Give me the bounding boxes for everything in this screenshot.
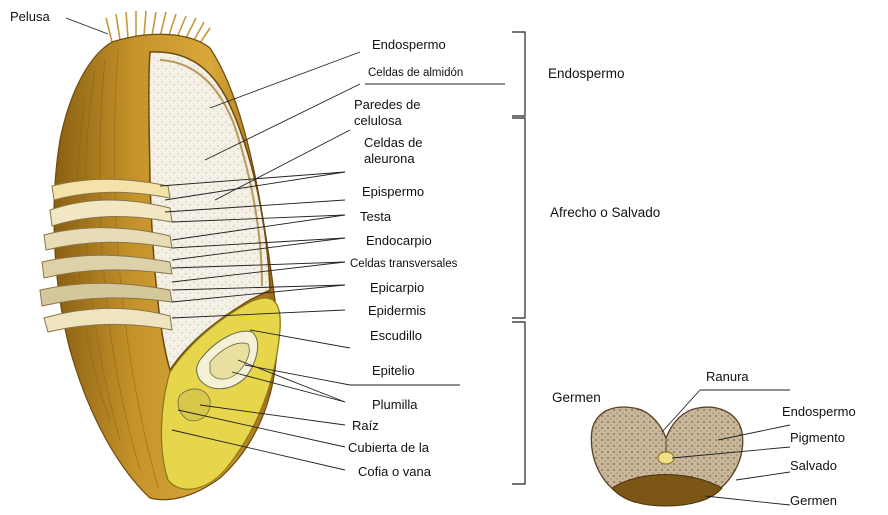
cross-section [591,407,742,506]
group-label-germen: Germen [552,391,601,405]
group-label-afrecho: Afrecho o Salvado [550,206,660,220]
cross-label-pigmento: Pigmento [790,431,845,445]
label-epispermo: Epispermo [362,185,424,199]
group-brackets [512,32,525,484]
cross-label-germen: Germen [790,494,837,508]
label-endocarpio: Endocarpio [366,234,432,248]
label-celdas-transversales: Celdas transversales [350,257,457,271]
label-escudillo: Escudillo [370,329,422,343]
label-aleurona-1: Celdas de [364,136,423,150]
label-pelusa: Pelusa [10,10,50,24]
label-raiz: Raíz [352,419,379,433]
cross-label-salvado: Salvado [790,459,837,473]
label-testa: Testa [360,210,391,224]
label-cubierta: Cubierta de la [348,441,429,455]
label-endospermo: Endospermo [372,38,446,52]
cross-label-endospermo: Endospermo [782,405,856,419]
label-plumilla: Plumilla [372,398,418,412]
label-celdas-almidon: Celdas de almidón [368,66,463,80]
group-label-endospermo: Endospermo [548,67,625,81]
label-paredes-1: Paredes de [354,98,421,112]
cross-label-ranura: Ranura [706,370,749,384]
label-aleurona-2: aleurona [364,152,415,166]
label-epidermis: Epidermis [368,304,426,318]
label-epicarpio: Epicarpio [370,281,424,295]
label-cofia: Cofia o vana [358,465,431,479]
label-paredes-2: celulosa [354,114,402,128]
label-epitelio: Epitelio [372,364,415,378]
